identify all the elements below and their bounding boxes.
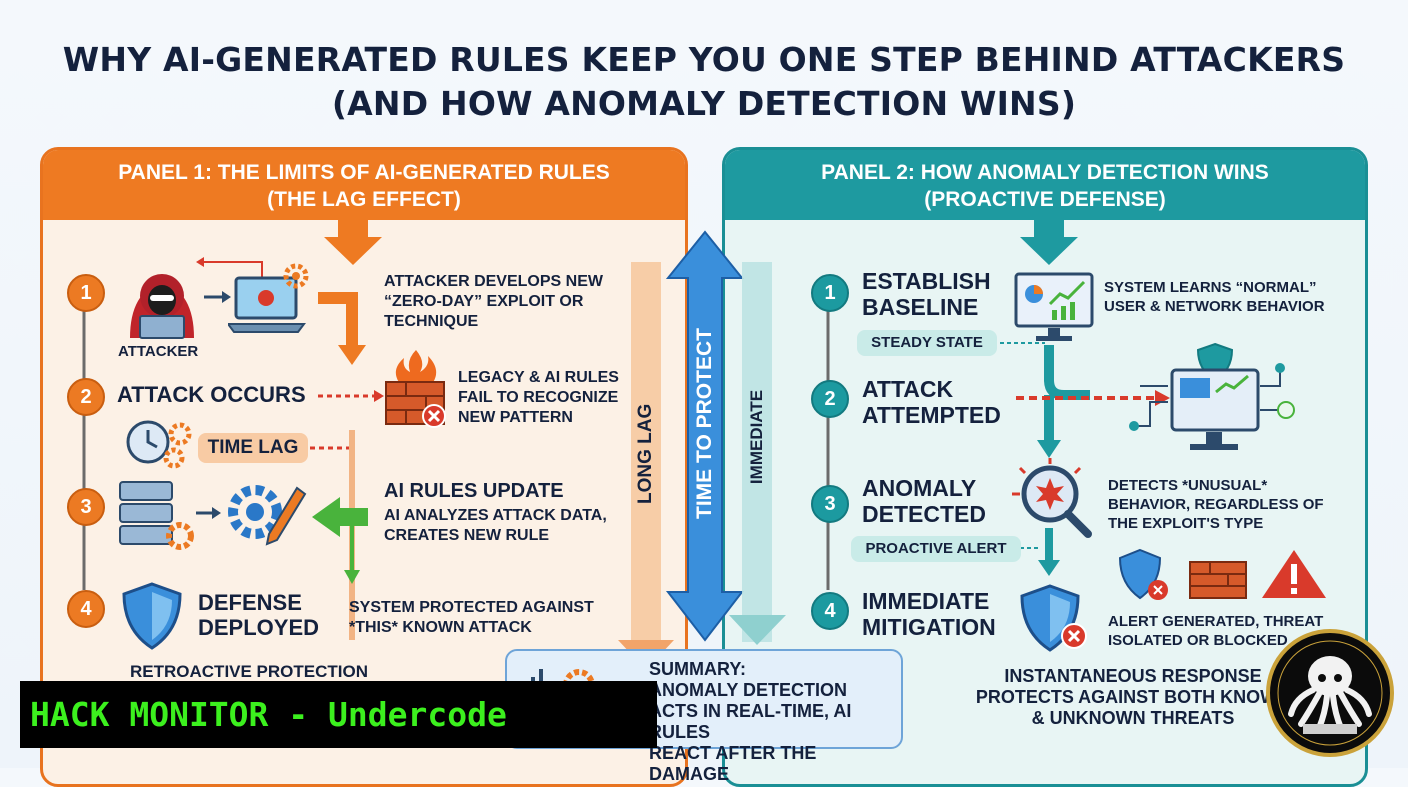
summary-line1: ANOMALY DETECTION [649,680,848,700]
step2-desc-line2: FAIL TO RECOGNIZE [458,389,619,406]
step3-desc-line2: CREATES NEW RULE [384,527,550,544]
p2-step2-label: ATTACK ATTEMPTED [862,376,1001,428]
summary-text: SUMMARY: ANOMALY DETECTION ACTS IN REAL-… [649,659,901,785]
step3-desc-line1: AI ANALYZES ATTACK DATA, [384,507,607,524]
p2-step1-desc: SYSTEM LEARNS “NORMAL” USER & NETWORK BE… [1104,278,1325,316]
page-subtitle: (AND HOW ANOMALY DETECTION WINS) [331,84,1077,123]
step2-label: ATTACK OCCURS [117,382,306,407]
immediate-label: IMMEDIATE [747,389,766,485]
steady-state-tag: STEADY STATE [857,330,997,356]
step4-label-line2: DEPLOYED [198,615,320,640]
attacker-caption: ATTACKER [118,343,199,360]
panel2-down-arrow-icon [1020,218,1078,265]
threat-block-icons [1118,548,1326,600]
p2-step3-desc-line2: BEHAVIOR, REGARDLESS OF [1108,496,1324,513]
p2-step4-desc: ALERT GENERATED, THREAT ISOLATED OR BLOC… [1108,612,1323,650]
p2-step1-badge: 1 [811,274,849,312]
step1-badge: 1 [67,274,105,312]
time-to-protect-label: TIME TO PROTECT [693,328,716,519]
panel1-footer: RETROACTIVE PROTECTION [130,662,369,681]
panel2-header-line2: (PROACTIVE DEFENSE) [924,188,1166,211]
proactive-alert-tag: PROACTIVE ALERT [851,536,1021,562]
panel1-header: PANEL 1: THE LIMITS OF AI-GENERATED RULE… [43,150,685,220]
step1-desc: ATTACKER DEVELOPS NEW “ZERO-DAY” EXPLOIT… [384,272,603,332]
panel1-down-arrow-icon [324,218,382,265]
brick-wall-icon [1189,561,1247,599]
p2-step3-desc-line1: DETECTS *UNUSUAL* [1108,477,1268,494]
gear-pencil-icon [228,485,307,546]
p2-step4-label-line2: MITIGATION [862,614,996,640]
p2-step4-badge: 4 [811,592,849,630]
panel1-header-line2: (THE LAG EFFECT) [267,188,461,211]
step4-desc: SYSTEM PROTECTED AGAINST *THIS* KNOWN AT… [349,598,594,638]
firewall-fire-icon [385,350,446,428]
hack-monitor-banner: HACK MONITOR - Undercode [20,681,657,748]
p2-step2-label-line1: ATTACK [862,376,954,402]
step1-desc-line3: TECHNIQUE [384,313,479,330]
summary-heading: SUMMARY: [649,659,746,679]
network-monitor-icon [1129,342,1295,450]
clock-gear-icon [126,420,192,469]
p2-step3-label-line2: DETECTED [862,501,986,527]
panel2-header-line1: PANEL 2: HOW ANOMALY DETECTION WINS [821,161,1269,184]
summary-line3: REACT AFTER THE DAMAGE [649,743,817,784]
p2-step1-label: ESTABLISH BASELINE [862,268,991,320]
step2-desc-line3: NEW PATTERN [458,409,573,426]
monitor-chart-icon [1014,272,1094,341]
step3-desc: AI ANALYZES ATTACK DATA, CREATES NEW RUL… [384,506,607,546]
p2-step2-badge: 2 [811,380,849,418]
step2-badge: 2 [67,378,105,416]
p2-step3-label-line1: ANOMALY [862,475,977,501]
step2-desc-line1: LEGACY & AI RULES [458,369,619,386]
panel2-footer: INSTANTANEOUS RESPONSE PROTECTS AGAINST … [968,666,1298,729]
step3-badge: 3 [67,488,105,526]
step4-desc-line1: SYSTEM PROTECTED AGAINST [349,599,594,616]
p2-step4-desc-line1: ALERT GENERATED, THREAT [1108,613,1324,630]
octopus-logo-icon [1266,629,1394,757]
shield-icon [122,582,182,650]
panel2-footer-line2: PROTECTS AGAINST BOTH KNOWN [975,687,1291,707]
panel2-header: PANEL 2: HOW ANOMALY DETECTION WINS (PRO… [725,150,1365,220]
p2-step2-label-line2: ATTEMPTED [862,402,1001,428]
panel2-footer-line3: & UNKNOWN THREATS [1031,708,1235,728]
long-lag-label: LONG LAG [635,403,656,504]
server-gear-icon [119,481,194,550]
step2-desc: LEGACY & AI RULES FAIL TO RECOGNIZE NEW … [458,368,619,428]
p2-step4-label-line1: IMMEDIATE [862,588,990,614]
p2-step3-badge: 3 [811,485,849,523]
panel2-footer-line1: INSTANTANEOUS RESPONSE [1004,666,1262,686]
step4-label-line1: DEFENSE [198,590,302,615]
page-title: WHY AI-GENERATED RULES KEEP YOU ONE STEP… [62,40,1346,79]
magnifier-alert-icon [1012,458,1092,538]
p2-step1-desc-line1: SYSTEM LEARNS “NORMAL” [1104,279,1317,296]
panel1-header-line1: PANEL 1: THE LIMITS OF AI-GENERATED RULE… [118,161,610,184]
connectors-overlay [82,218,1170,670]
time-lag-tag: TIME LAG [198,433,308,463]
step4-desc-line2: *THIS* KNOWN ATTACK [349,619,532,636]
time-to-protect-arrow-icon [665,230,745,642]
step4-badge: 4 [67,590,105,628]
p2-step4-label: IMMEDIATE MITIGATION [862,588,996,640]
p2-step1-desc-line2: USER & NETWORK BEHAVIOR [1104,298,1325,315]
shield-blocked-icon [1020,584,1087,652]
step1-desc-line2: “ZERO-DAY” EXPLOIT OR [384,293,584,310]
p2-step3-desc: DETECTS *UNUSUAL* BEHAVIOR, REGARDLESS O… [1108,476,1324,533]
laptop-bug-icon [228,263,309,333]
step4-label: DEFENSE DEPLOYED [198,590,319,640]
step3-label: AI RULES UPDATE [384,480,564,502]
summary-line2: ACTS IN REAL-TIME, AI RULES [649,701,852,742]
p2-step3-label: ANOMALY DETECTED [862,475,986,527]
step1-desc-line1: ATTACKER DEVELOPS NEW [384,273,603,290]
p2-step3-desc-line3: THE EXPLOIT'S TYPE [1108,515,1264,532]
panel1-flow-arrow [318,292,358,345]
p2-step4-desc-line2: ISOLATED OR BLOCKED [1108,632,1288,649]
hacker-icon [130,274,194,339]
rule-update-arrow-icon [312,497,368,537]
p2-step1-label-line1: ESTABLISH [862,268,991,294]
p2-step1-label-line2: BASELINE [862,294,979,320]
